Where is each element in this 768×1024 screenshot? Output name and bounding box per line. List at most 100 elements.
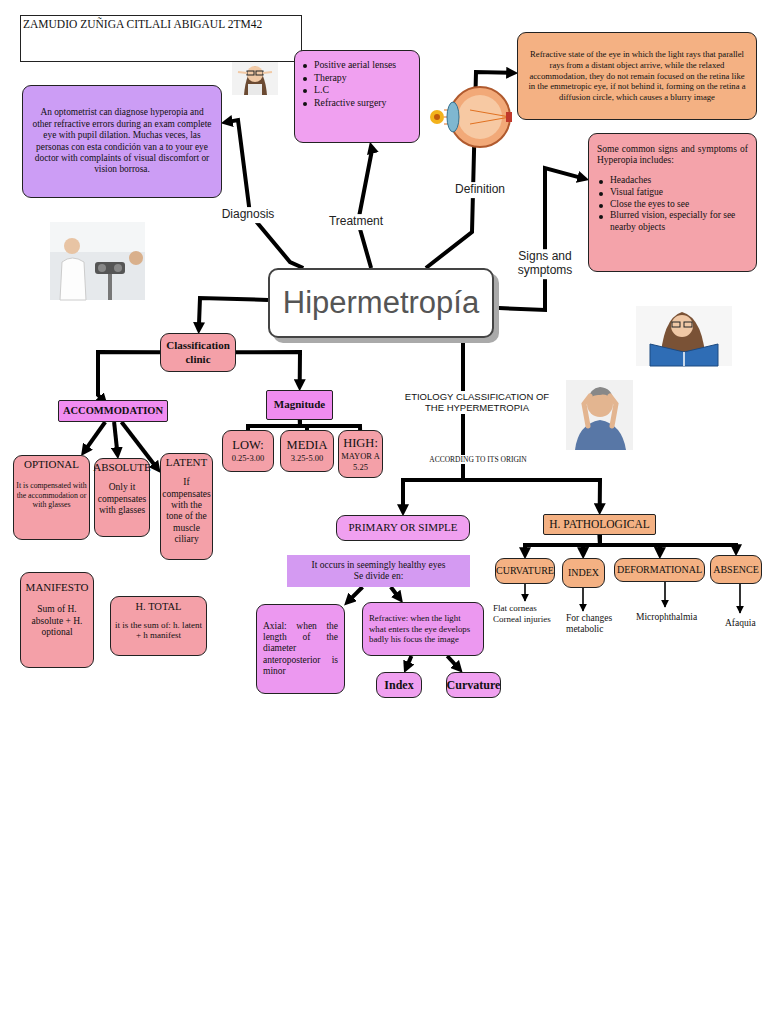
box-text: An optometrist can diagnose hyperopia an… [31, 107, 213, 176]
edge-label: Diagnosis [220, 207, 277, 223]
box-text: Some common signs and symptoms of Hypero… [597, 144, 748, 167]
edge-label: Treatment [327, 214, 385, 230]
connector-arrow [114, 422, 117, 452]
note-label: For changes metabolic [566, 613, 628, 636]
box-text: PRIMARY OR SIMPLE [348, 521, 457, 534]
box-text: Therapy [301, 72, 347, 85]
note-label: Afaquia [725, 618, 768, 629]
concept-box: Refractive: when the light what enters t… [362, 602, 484, 656]
box-text: Refractive surgery [301, 97, 386, 110]
box-text: OPTIONAL [24, 458, 79, 471]
concept-box: MEDIA3.25-5.00 [280, 430, 334, 472]
concept-box: Curvature [446, 672, 501, 698]
concept-box: MANIFESTO Sum of H. absolute + H. optiona… [20, 572, 94, 668]
box-text: Hipermetropía [283, 286, 479, 320]
concept-box: DEFORMATIONAL [614, 558, 705, 582]
connector-arrow [403, 338, 463, 509]
box-text: H. PATHOLOGICAL [549, 518, 650, 532]
note-label: Microphthalmia [636, 612, 716, 623]
connector-arrow [583, 535, 600, 552]
concept-box: Positive aerial lensesTherapyL.CRefracti… [294, 50, 420, 143]
box-text: ABSENCE [713, 564, 759, 576]
box-text: MANIFESTO [26, 581, 89, 594]
note-label: Flat corneas [493, 603, 573, 614]
box-text: 0.25-3.00 [232, 453, 265, 463]
concept-box: ZAMUDIO ZUÑIGA CITLALI ABIGAUL 2TM42 [20, 15, 302, 62]
concept-box: ACCOMMODATION [58, 400, 168, 422]
box-text: Se divide en: [354, 571, 404, 582]
box-text: LATENT [166, 456, 208, 469]
box-text: ABSOLUTE [93, 461, 150, 474]
concept-box: Refractive state of the eye in which the… [517, 32, 757, 120]
box-text: CURVATURE [496, 565, 554, 577]
connector-arrow [494, 168, 582, 310]
box-text: Sum of H. absolute + H. optional [23, 604, 91, 638]
concept-box: H. PATHOLOGICAL [543, 514, 656, 535]
box-text: INDEX [568, 567, 599, 579]
concept-box: PRIMARY OR SIMPLE [336, 515, 470, 541]
concept-box: It occurs in seemingly healthy eyesSe di… [287, 555, 470, 587]
box-text: Blurred vision, especially for see nearb… [597, 210, 748, 234]
box-text: H. TOTAL [135, 601, 181, 614]
connector-arrow [426, 72, 511, 268]
note-label: ACCORDING TO ITS ORIGIN [418, 455, 538, 464]
edge-label: Definition [453, 182, 507, 198]
box-text: Positive aerial lenses [301, 59, 396, 72]
box-text: ZAMUDIO ZUÑIGA CITLALI ABIGAUL 2TM42 [23, 18, 262, 32]
box-text: Refractive: when the light what enters t… [369, 613, 477, 645]
box-text: it is the sum of: h. latent + h manifest [113, 620, 204, 642]
connector-arrow [600, 535, 736, 549]
edge-label: Signs and symptoms [512, 249, 578, 279]
concept-box: Classification clinic [160, 333, 236, 372]
box-text: MAYOR A 5.25 [341, 451, 380, 471]
box-text: It occurs in seemingly healthy eyes [312, 560, 446, 571]
connector-arrow [407, 656, 412, 667]
concept-box: Index [376, 672, 422, 698]
box-text: HIGH: [343, 436, 378, 451]
headache-man-photo [566, 380, 633, 450]
concept-box: Some common signs and symptoms of Hypero… [588, 133, 757, 272]
connector-arrow [358, 149, 372, 268]
box-text: Index [384, 678, 413, 692]
concept-box: HIGH:MAYOR A 5.25 [338, 430, 383, 478]
concept-box: H. TOTAL it is the sum of: h. latent + h … [110, 596, 207, 656]
concept-box: INDEX [562, 558, 605, 588]
concept-box: Magnitude [266, 390, 333, 420]
reading-woman-photo [636, 306, 732, 366]
connector-arrow [85, 422, 105, 450]
connector-arrow [248, 420, 300, 430]
connector-arrow [236, 352, 300, 384]
box-text: If compensates with the tone of the musc… [162, 477, 211, 545]
optometrist-photo [50, 222, 145, 300]
note-label: ETIOLOGY CLASSIFICATION OF THE HYPERMETR… [398, 391, 556, 414]
box-text: DEFORMATIONAL [617, 564, 702, 576]
box-text: Only it compensates with glasses [97, 482, 147, 516]
connector-arrow [349, 587, 362, 600]
box-text: It is compensated with the accommodation… [16, 481, 87, 509]
connector-arrow [300, 420, 360, 430]
concept-box: ABSOLUTE Only it compensates with glasses [94, 458, 150, 537]
box-text: Axial: when the length of the diameter a… [263, 621, 338, 678]
concept-box: Hipermetropía [268, 268, 494, 338]
box-text: Magnitude [274, 398, 325, 411]
concept-box: LOW:0.25-3.00 [222, 430, 274, 472]
box-text: Refractive state of the eye in which the… [526, 49, 748, 103]
box-text: Headaches [597, 175, 748, 187]
concept-box: OPTIONAL It is compensated with the accom… [13, 455, 90, 540]
eye-illustration [430, 87, 512, 147]
connector-arrow [447, 656, 458, 668]
concept-box: LATENT If compensates with the tone of th… [160, 453, 213, 560]
box-text: Curvature [447, 678, 501, 692]
connector-arrow [391, 587, 399, 597]
box-text: Visual fatigue [597, 187, 748, 199]
box-text: MEDIA [287, 438, 328, 453]
connector-arrow [98, 352, 160, 400]
box-text: ACCOMMODATION [63, 405, 163, 418]
connector-arrow [525, 535, 600, 552]
box-text: Close the eyes to see [597, 199, 748, 211]
connector-arrow [228, 120, 303, 268]
concept-box: Axial: when the length of the diameter a… [256, 604, 345, 694]
box-text: 3.25-5.00 [291, 453, 324, 463]
leader-arrows [525, 582, 740, 613]
concept-box: ABSENCE [710, 555, 762, 584]
